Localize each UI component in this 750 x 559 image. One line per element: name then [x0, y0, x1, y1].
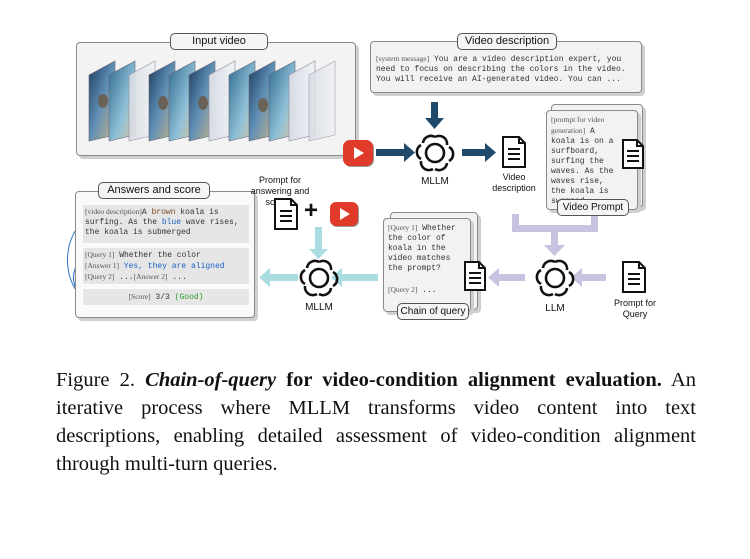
plus-icon: + [304, 197, 319, 224]
score-value: 3/3 [155, 293, 170, 302]
video-description-doc-icon [502, 136, 526, 168]
video-prompt-panel: [prompt for video generation] A koala is… [546, 110, 638, 210]
video-frames [88, 60, 336, 142]
caption-title-bold: for video-condition alignment evaluation… [276, 369, 662, 391]
llm-icon [535, 259, 575, 297]
chain-of-query-panel: [Query 1] Whether the color of koala in … [383, 218, 471, 312]
system-message-text: You are a video description expert, you … [376, 55, 626, 84]
arrow-prompt-to-mllm [315, 227, 322, 251]
arrow-mllm-to-answers [268, 274, 298, 281]
video-prompt-text: A koala is on a surfboard, surfing the w… [551, 127, 614, 206]
arrow-mllm-to-doc [462, 149, 487, 156]
video-description-doc-label: Video description [492, 172, 536, 193]
llm-label: LLM [545, 303, 565, 314]
input-video-panel [76, 42, 356, 156]
figure-caption: Figure 2. Chain-of-query for video-condi… [56, 366, 696, 478]
arrow-chain-to-mllm [340, 274, 378, 281]
play-small-icon [330, 202, 358, 226]
frame-12 [308, 60, 336, 142]
play-button-icon [343, 140, 373, 166]
score-word: (Good) [174, 293, 204, 302]
arrow-desc-to-mllm [431, 102, 438, 120]
mllm-top-icon [415, 134, 455, 172]
video-prompt-doc-icon [622, 139, 644, 169]
mllm-bottom-icon [299, 259, 339, 297]
mllm-top-label: MLLM [421, 176, 449, 187]
arrow-promptquery-to-llm [580, 274, 606, 281]
answers-panel: [video description]A brown koala is surf… [75, 191, 255, 318]
arrow-videoprompt-bracket [512, 225, 598, 232]
caption-prefix: Figure 2. [56, 369, 146, 391]
answer-desc-box: [video description]A brown koala is surf… [83, 205, 249, 243]
chain-of-query-title: Chain of query [397, 303, 469, 320]
answers-title: Answers and score [98, 182, 210, 199]
video-prompt-title: Video Prompt [557, 199, 629, 216]
word-brown: brown [151, 208, 176, 217]
system-message-tag: [system message] [376, 54, 430, 63]
prompt-query-doc-icon [622, 261, 646, 293]
mllm-bottom-label: MLLM [305, 302, 333, 313]
video-prompt-tag: [prompt for video generation] [551, 115, 605, 135]
word-blue: blue [161, 218, 182, 227]
prompt-scoring-doc-icon [274, 198, 298, 230]
caption-title-italic: Chain-of-query [145, 369, 277, 391]
input-video-title: Input video [170, 33, 268, 50]
answer-1-text: Yes, they are aligned [123, 262, 225, 271]
prompt-query-label: Prompt for Query [613, 298, 656, 319]
answer-query-box: [Query 1] Whether the color [Answer 1] Y… [83, 248, 249, 284]
score-box: [Score] 3/3 (Good) [83, 289, 249, 305]
caption-body: An iterative process where MLLM transfor… [56, 369, 696, 475]
video-description-title: Video description [457, 33, 557, 50]
arrow-play-to-mllm [376, 149, 406, 156]
chain-of-query-doc-icon [464, 261, 486, 291]
chain-query-1-text: Whether the color of koala in the video … [388, 224, 456, 273]
arrow-llm-to-chain [497, 274, 525, 281]
